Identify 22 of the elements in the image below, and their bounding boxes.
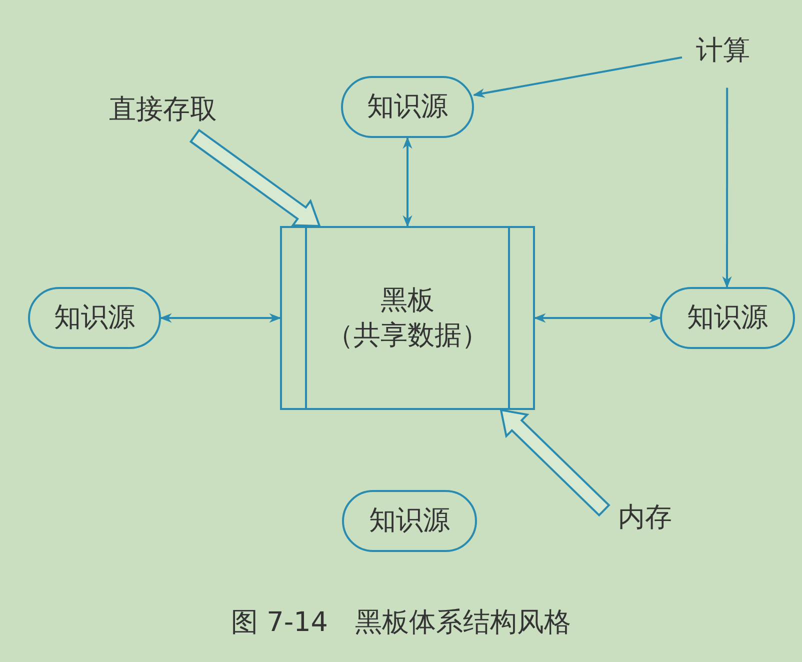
knowledge-source-box bbox=[660, 287, 795, 349]
arrow bbox=[402, 136, 412, 228]
knowledge-source-box bbox=[341, 76, 474, 138]
label-text: 直接存取 bbox=[92, 88, 234, 130]
block-arrow bbox=[500, 408, 610, 517]
arrow bbox=[722, 88, 732, 288]
caption: 图 7-14 黑板体系结构风格 bbox=[231, 607, 571, 638]
blackboard-box bbox=[280, 226, 535, 410]
node-text: （共享数据） bbox=[326, 319, 488, 353]
node-text: 知识源 bbox=[367, 90, 448, 124]
node-text: 黑板 bbox=[380, 284, 434, 318]
label-text: 内存 bbox=[604, 496, 686, 538]
label-text: 计算 bbox=[682, 28, 764, 72]
node-text: 知识源 bbox=[369, 504, 450, 538]
block-arrow bbox=[189, 128, 321, 228]
arrow bbox=[160, 313, 282, 323]
arrow bbox=[472, 56, 682, 98]
node-text: 知识源 bbox=[687, 301, 768, 336]
knowledge-source-box bbox=[28, 287, 161, 349]
node-text: 知识源 bbox=[54, 301, 135, 336]
arrow bbox=[534, 313, 662, 323]
knowledge-source-box bbox=[342, 490, 477, 552]
